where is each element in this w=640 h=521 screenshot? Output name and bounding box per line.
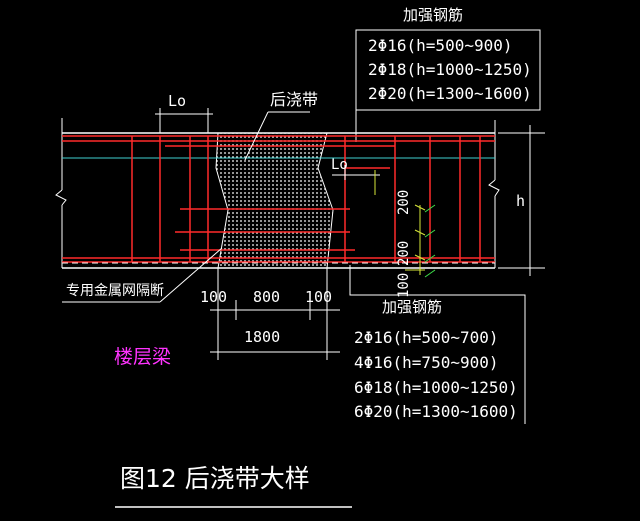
lo-top-dimension: [155, 108, 213, 133]
bottom-rebar-line-3: 6Φ18(h=1000~1250): [354, 378, 518, 397]
break-symbol-left: [55, 189, 67, 206]
break-symbol-right: [488, 179, 500, 197]
bottom-rebar-line-2: 4Φ16(h=750~900): [354, 353, 499, 372]
vertical-dims: [374, 170, 426, 275]
top-rebar-line-3: 2Φ20(h=1300~1600): [368, 84, 532, 103]
dim-100-vertical: 100: [396, 272, 412, 298]
lo-mid-dimension: [332, 165, 380, 180]
dim-1800: 1800: [244, 328, 281, 346]
dim-800: 800: [253, 288, 281, 306]
post-pour-band: [215, 132, 334, 269]
bottom-rebar-callout-box: [349, 270, 526, 424]
dim-100-right: 100: [305, 288, 333, 306]
rebar-horizontals: [62, 135, 495, 263]
bottom-rebar-line-4: 6Φ20(h=1300~1600): [354, 402, 518, 421]
dim-200-upper: 200: [396, 189, 412, 215]
dim-100-left: 100: [200, 288, 228, 306]
top-rebar-line-1: 2Φ16(h=500~900): [368, 36, 513, 55]
top-rebar-callout-box: [355, 29, 541, 142]
bottom-dimensions: [210, 268, 340, 360]
metal-mesh-label: 专用金属网隔断: [66, 283, 164, 299]
figure-caption: 图12 后浇带大样: [120, 464, 310, 493]
top-rebar-line-2: 2Φ18(h=1000~1250): [368, 60, 532, 79]
h-dimension: [498, 125, 545, 276]
bottom-rebar-title: 加强钢筋: [382, 298, 443, 316]
post-pour-leader: [244, 111, 269, 161]
post-pour-band-label: 后浇带: [270, 90, 319, 109]
green-ticks: [424, 204, 436, 278]
top-rebar-title: 加强钢筋: [403, 6, 464, 24]
lo-mid-label: Lo: [331, 157, 348, 173]
floor-beam-label: 楼层梁: [114, 346, 172, 368]
dim-200-lower: 200: [396, 240, 412, 266]
metal-mesh-leader: [159, 247, 223, 303]
rebar-stirrups: [131, 136, 481, 262]
lo-top-label: Lo: [168, 92, 187, 110]
bottom-rebar-line-1: 2Φ16(h=500~700): [354, 328, 499, 347]
h-label: h: [516, 192, 526, 210]
